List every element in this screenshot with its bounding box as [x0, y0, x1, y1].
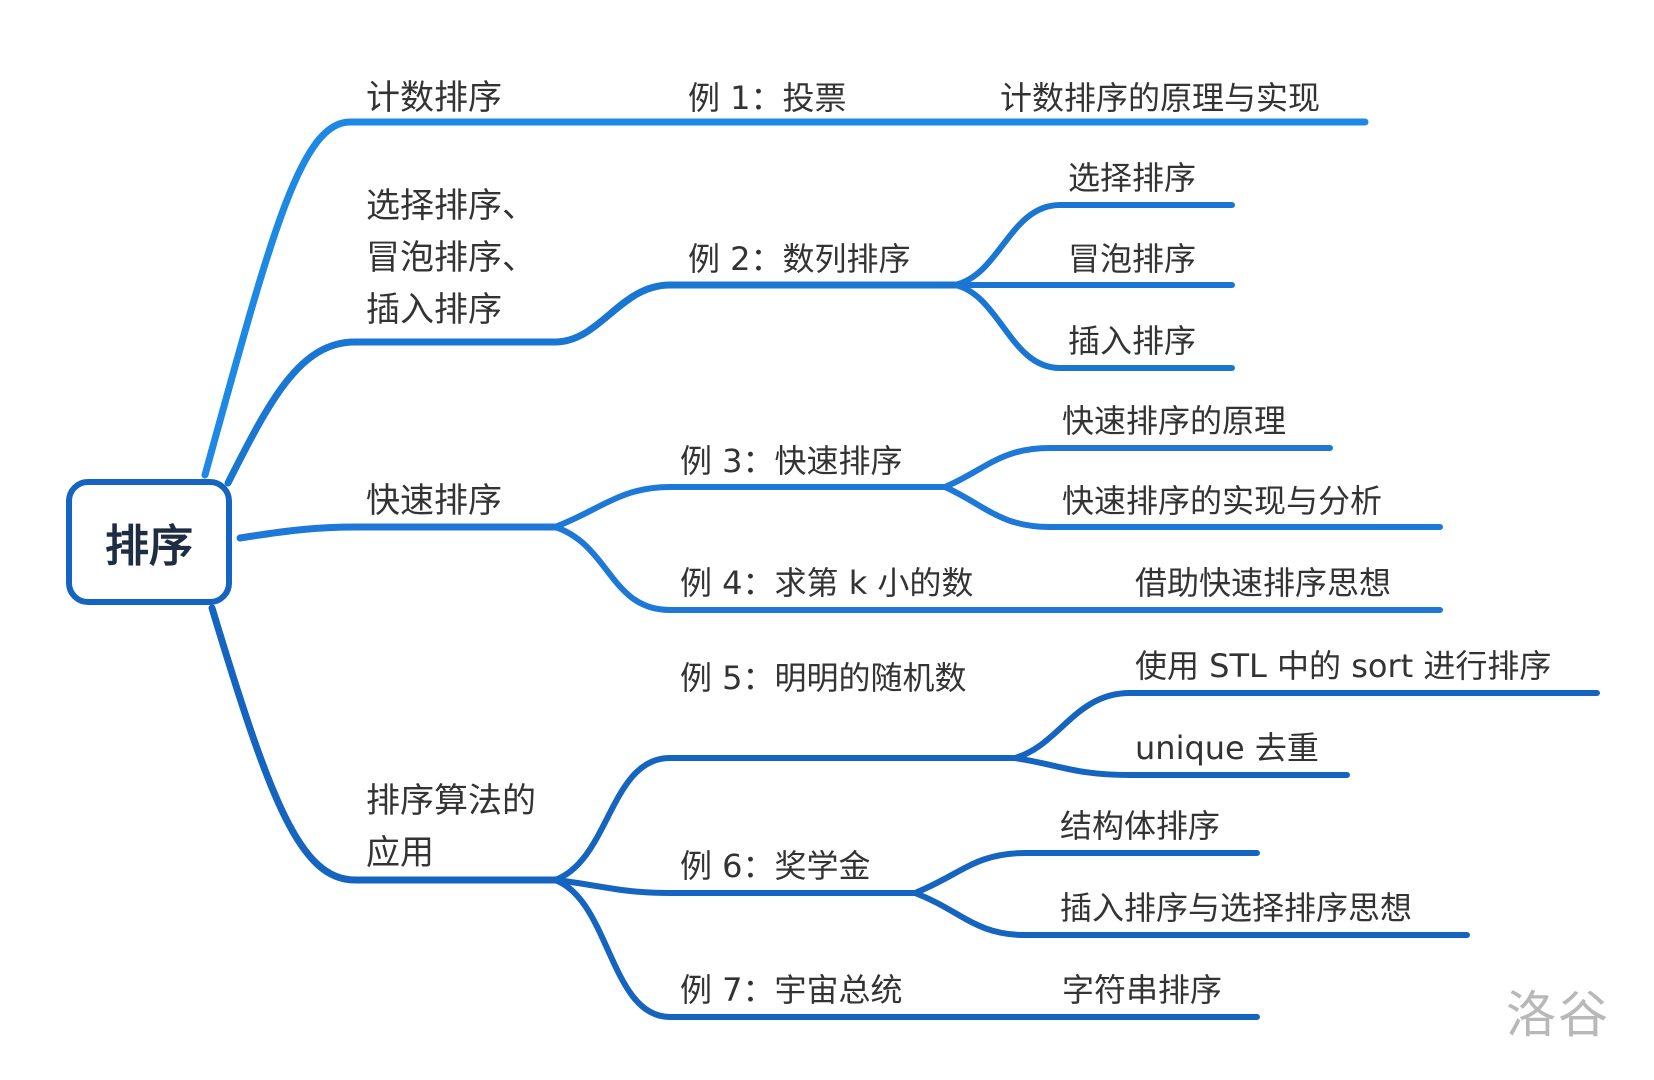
leaf-insert-select-idea[interactable]: 插入排序与选择排序思想 — [1060, 889, 1413, 927]
connector-applications-to-ex5 — [552, 755, 1018, 883]
connector-ex3-to-principle — [942, 445, 1333, 490]
leaf-selection-sort[interactable]: 选择排序 — [1068, 159, 1197, 197]
branch-applications[interactable]: 排序算法的应用 — [366, 781, 536, 873]
leaf-quicksort-implementation[interactable]: 快速排序的实现与分析 — [1062, 482, 1383, 520]
branch-quicksort[interactable]: 快速排序 — [366, 481, 502, 521]
leaf-struct-sort[interactable]: 结构体排序 — [1060, 807, 1221, 845]
connector-ex6-to-struct-sort — [912, 850, 1260, 896]
example-6-scholarship[interactable]: 例 6：奖学金 — [680, 847, 871, 885]
root-node[interactable]: 排序 — [66, 479, 232, 605]
connector-root-to-counting-sort — [201, 118, 1369, 479]
leaf-counting-sort-principle[interactable]: 计数排序的原理与实现 — [1000, 79, 1321, 117]
leaf-quicksort-principle[interactable]: 快速排序的原理 — [1062, 402, 1287, 440]
connector-ex6-to-insert-select-idea — [912, 890, 1470, 938]
example-7-universe-president[interactable]: 例 7：宇宙总统 — [680, 971, 903, 1009]
connector-ex5-to-stl-sort — [1012, 690, 1600, 761]
connector-quicksort-to-ex4 — [552, 524, 1443, 613]
leaf-insertion-sort[interactable]: 插入排序 — [1068, 322, 1197, 360]
leaf-stl-sort[interactable]: 使用 STL 中的 sort 进行排序 — [1135, 647, 1552, 685]
connector-ex2-to-insertion — [952, 282, 1235, 371]
connector-applications-to-ex7 — [552, 877, 1260, 1020]
luogu-watermark: 洛谷 — [1506, 986, 1610, 1044]
branch-counting-sort[interactable]: 计数排序 — [366, 78, 502, 118]
leaf-bubble-sort[interactable]: 冒泡排序 — [1068, 240, 1197, 278]
connector-root-to-basic-sorts — [224, 281, 959, 487]
example-4-kth-smallest[interactable]: 例 4：求第 k 小的数 — [680, 564, 974, 602]
connector-ex3-to-implementation — [942, 484, 1443, 530]
branch-basic-sorts[interactable]: 选择排序、冒泡排序、插入排序 — [366, 186, 536, 330]
connector-quicksort-to-ex3 — [552, 484, 948, 530]
example-2-sequence-sort[interactable]: 例 2：数列排序 — [688, 240, 911, 278]
connector-root-to-applications — [208, 604, 559, 884]
leaf-quicksort-idea[interactable]: 借助快速排序思想 — [1135, 564, 1392, 602]
example-5-random-numbers[interactable]: 例 5：明明的随机数 — [680, 659, 967, 697]
connector-root-to-quicksort — [236, 523, 559, 542]
connector-ex2-to-selection — [952, 202, 1235, 288]
example-3-quicksort[interactable]: 例 3：快速排序 — [680, 442, 903, 480]
connector-applications-to-ex6 — [552, 877, 918, 896]
leaf-unique-dedup[interactable]: unique 去重 — [1135, 729, 1319, 767]
connector-ex5-to-unique — [1012, 755, 1350, 778]
example-1-vote[interactable]: 例 1：投票 — [688, 79, 847, 117]
leaf-string-sort[interactable]: 字符串排序 — [1062, 971, 1223, 1009]
